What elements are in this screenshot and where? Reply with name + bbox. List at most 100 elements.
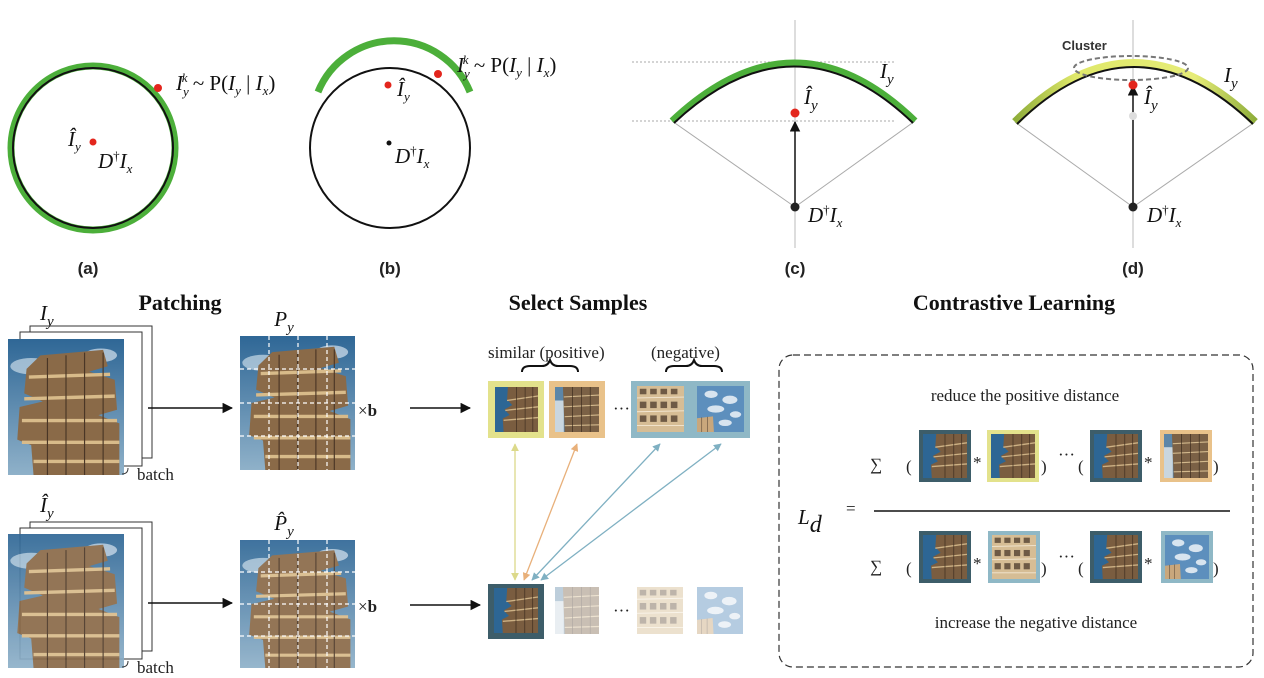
sector-edge: [671, 120, 796, 208]
faded-patch: [555, 587, 599, 634]
estimate-patches-label: P̂y: [273, 511, 294, 540]
sample-point: [434, 70, 442, 78]
positive-brace: [521, 356, 579, 373]
section-title-patching: Patching: [138, 290, 221, 315]
previous-point: [1129, 112, 1137, 120]
negative-arrow: [531, 443, 661, 581]
negative-patch: [1165, 535, 1209, 579]
select-section: similar (positive) (negative) ··· ···: [488, 343, 750, 639]
positive-patch: [1164, 434, 1208, 478]
dashed-box: [778, 354, 1254, 668]
estimate-label: Îy: [1143, 85, 1158, 114]
panel-b: Iyk ~ P(Iy | Ix) Îy D†Ix (b): [309, 37, 556, 278]
panel-label: (d): [1122, 259, 1144, 278]
backprojection-label: D†Ix: [394, 143, 430, 171]
estimate-image: [8, 534, 124, 668]
faded-patch: [637, 587, 683, 634]
positive-patch-2: [555, 387, 599, 432]
estimate-point: [790, 108, 800, 118]
estimate-label: Îy: [803, 85, 818, 114]
posterior-label: Iyk ~ P(Iy | Ix): [456, 52, 556, 81]
ellipsis: ···: [1058, 445, 1075, 464]
manifold-arc: [314, 37, 474, 94]
section-title-contrastive: Contrastive Learning: [913, 290, 1115, 315]
estimate-point: [1128, 80, 1138, 90]
equals-sign: =: [846, 499, 856, 518]
paren-close: ): [1041, 559, 1047, 578]
positive-note: reduce the positive distance: [931, 386, 1119, 405]
paren-open: (: [906, 457, 912, 476]
sector-edge: [794, 120, 916, 208]
ellipsis: ···: [613, 399, 630, 418]
cluster-ellipse: [1073, 55, 1189, 81]
paren-open: (: [906, 559, 912, 578]
sum-symbol: ∑: [870, 557, 882, 576]
star-op: *: [1144, 453, 1153, 472]
patch-grid: [240, 336, 355, 470]
anchor-patch: [1094, 434, 1138, 478]
sector-edge: [1132, 121, 1256, 208]
anchor-patch: [923, 434, 967, 478]
batch-brace: [121, 467, 129, 475]
contrastive-section: reduce the positive distance increase th…: [778, 354, 1254, 668]
manifold-label: Iy: [1223, 63, 1238, 92]
estimate-label: Îy: [67, 127, 81, 154]
sample-point: [154, 84, 162, 92]
panel-c: Iy Îy D†Ix (c): [632, 20, 918, 278]
loss-symbol: Ld: [797, 505, 823, 538]
negative-patch-1: [637, 386, 684, 432]
manifold-label: Iy: [879, 59, 894, 88]
paren-close: ): [1213, 559, 1219, 578]
paren-close: ): [1213, 457, 1219, 476]
cluster-label: Cluster: [1062, 38, 1107, 53]
backprojection-label: D†Ix: [1146, 202, 1182, 230]
paren-close: ): [1041, 457, 1047, 476]
negative-arrow: [540, 443, 722, 581]
panel-a: Iyk ~ P(Iy | Ix) Îy D†Ix (a): [7, 62, 275, 278]
manifold-arc: [7, 62, 179, 234]
panel-label: (c): [785, 259, 806, 278]
star-op: *: [973, 554, 982, 573]
estimate-point: [89, 138, 97, 146]
manifold-curve: [1016, 66, 1254, 125]
manifold-arc: [1012, 59, 1258, 125]
negative-patch: [992, 535, 1036, 579]
anchor-patch: [1094, 535, 1138, 579]
anchor-patch: [494, 588, 538, 633]
center-point: [386, 140, 392, 146]
posterior-label: Iyk ~ P(Iy | Ix): [175, 70, 275, 99]
section-title-select: Select Samples: [509, 290, 648, 315]
circle-manifold: [12, 67, 174, 229]
estimate-label: Îy: [396, 77, 410, 104]
estimate-point: [384, 81, 392, 89]
manifold-curve: [673, 65, 914, 124]
star-op: *: [973, 453, 982, 472]
patching-section: Iy batch Py ×b Îy batch P̂y ×b: [8, 301, 482, 677]
faded-patch: [697, 587, 743, 634]
manifold-arc: [669, 59, 918, 124]
backprojection-label: D†Ix: [807, 202, 843, 230]
backprojection-label: D†Ix: [97, 148, 133, 176]
batch-multiplier: ×b: [358, 597, 377, 616]
gt-patches-label: Py: [273, 307, 294, 336]
positive-patch-1: [495, 387, 538, 432]
anchor-patch: [923, 535, 967, 579]
batch-multiplier: ×b: [358, 401, 377, 420]
panel-d: Cluster Iy Îy D†Ix (d): [1012, 20, 1258, 278]
gt-label: Iy: [39, 301, 54, 330]
sector-edge: [1014, 121, 1134, 208]
batch-brace: [121, 660, 129, 668]
negative-note: increase the negative distance: [935, 613, 1137, 632]
origin-point: [1128, 202, 1138, 212]
negative-label: (negative): [651, 343, 720, 362]
batch-label: batch: [137, 658, 174, 677]
positive-patch: [991, 434, 1035, 478]
negative-brace: [665, 356, 723, 373]
ellipsis: ···: [613, 601, 630, 620]
panel-label: (b): [379, 259, 401, 278]
origin-point: [790, 202, 800, 212]
star-op: *: [1144, 554, 1153, 573]
circle-manifold: [309, 67, 471, 229]
sum-symbol: ∑: [870, 455, 882, 474]
